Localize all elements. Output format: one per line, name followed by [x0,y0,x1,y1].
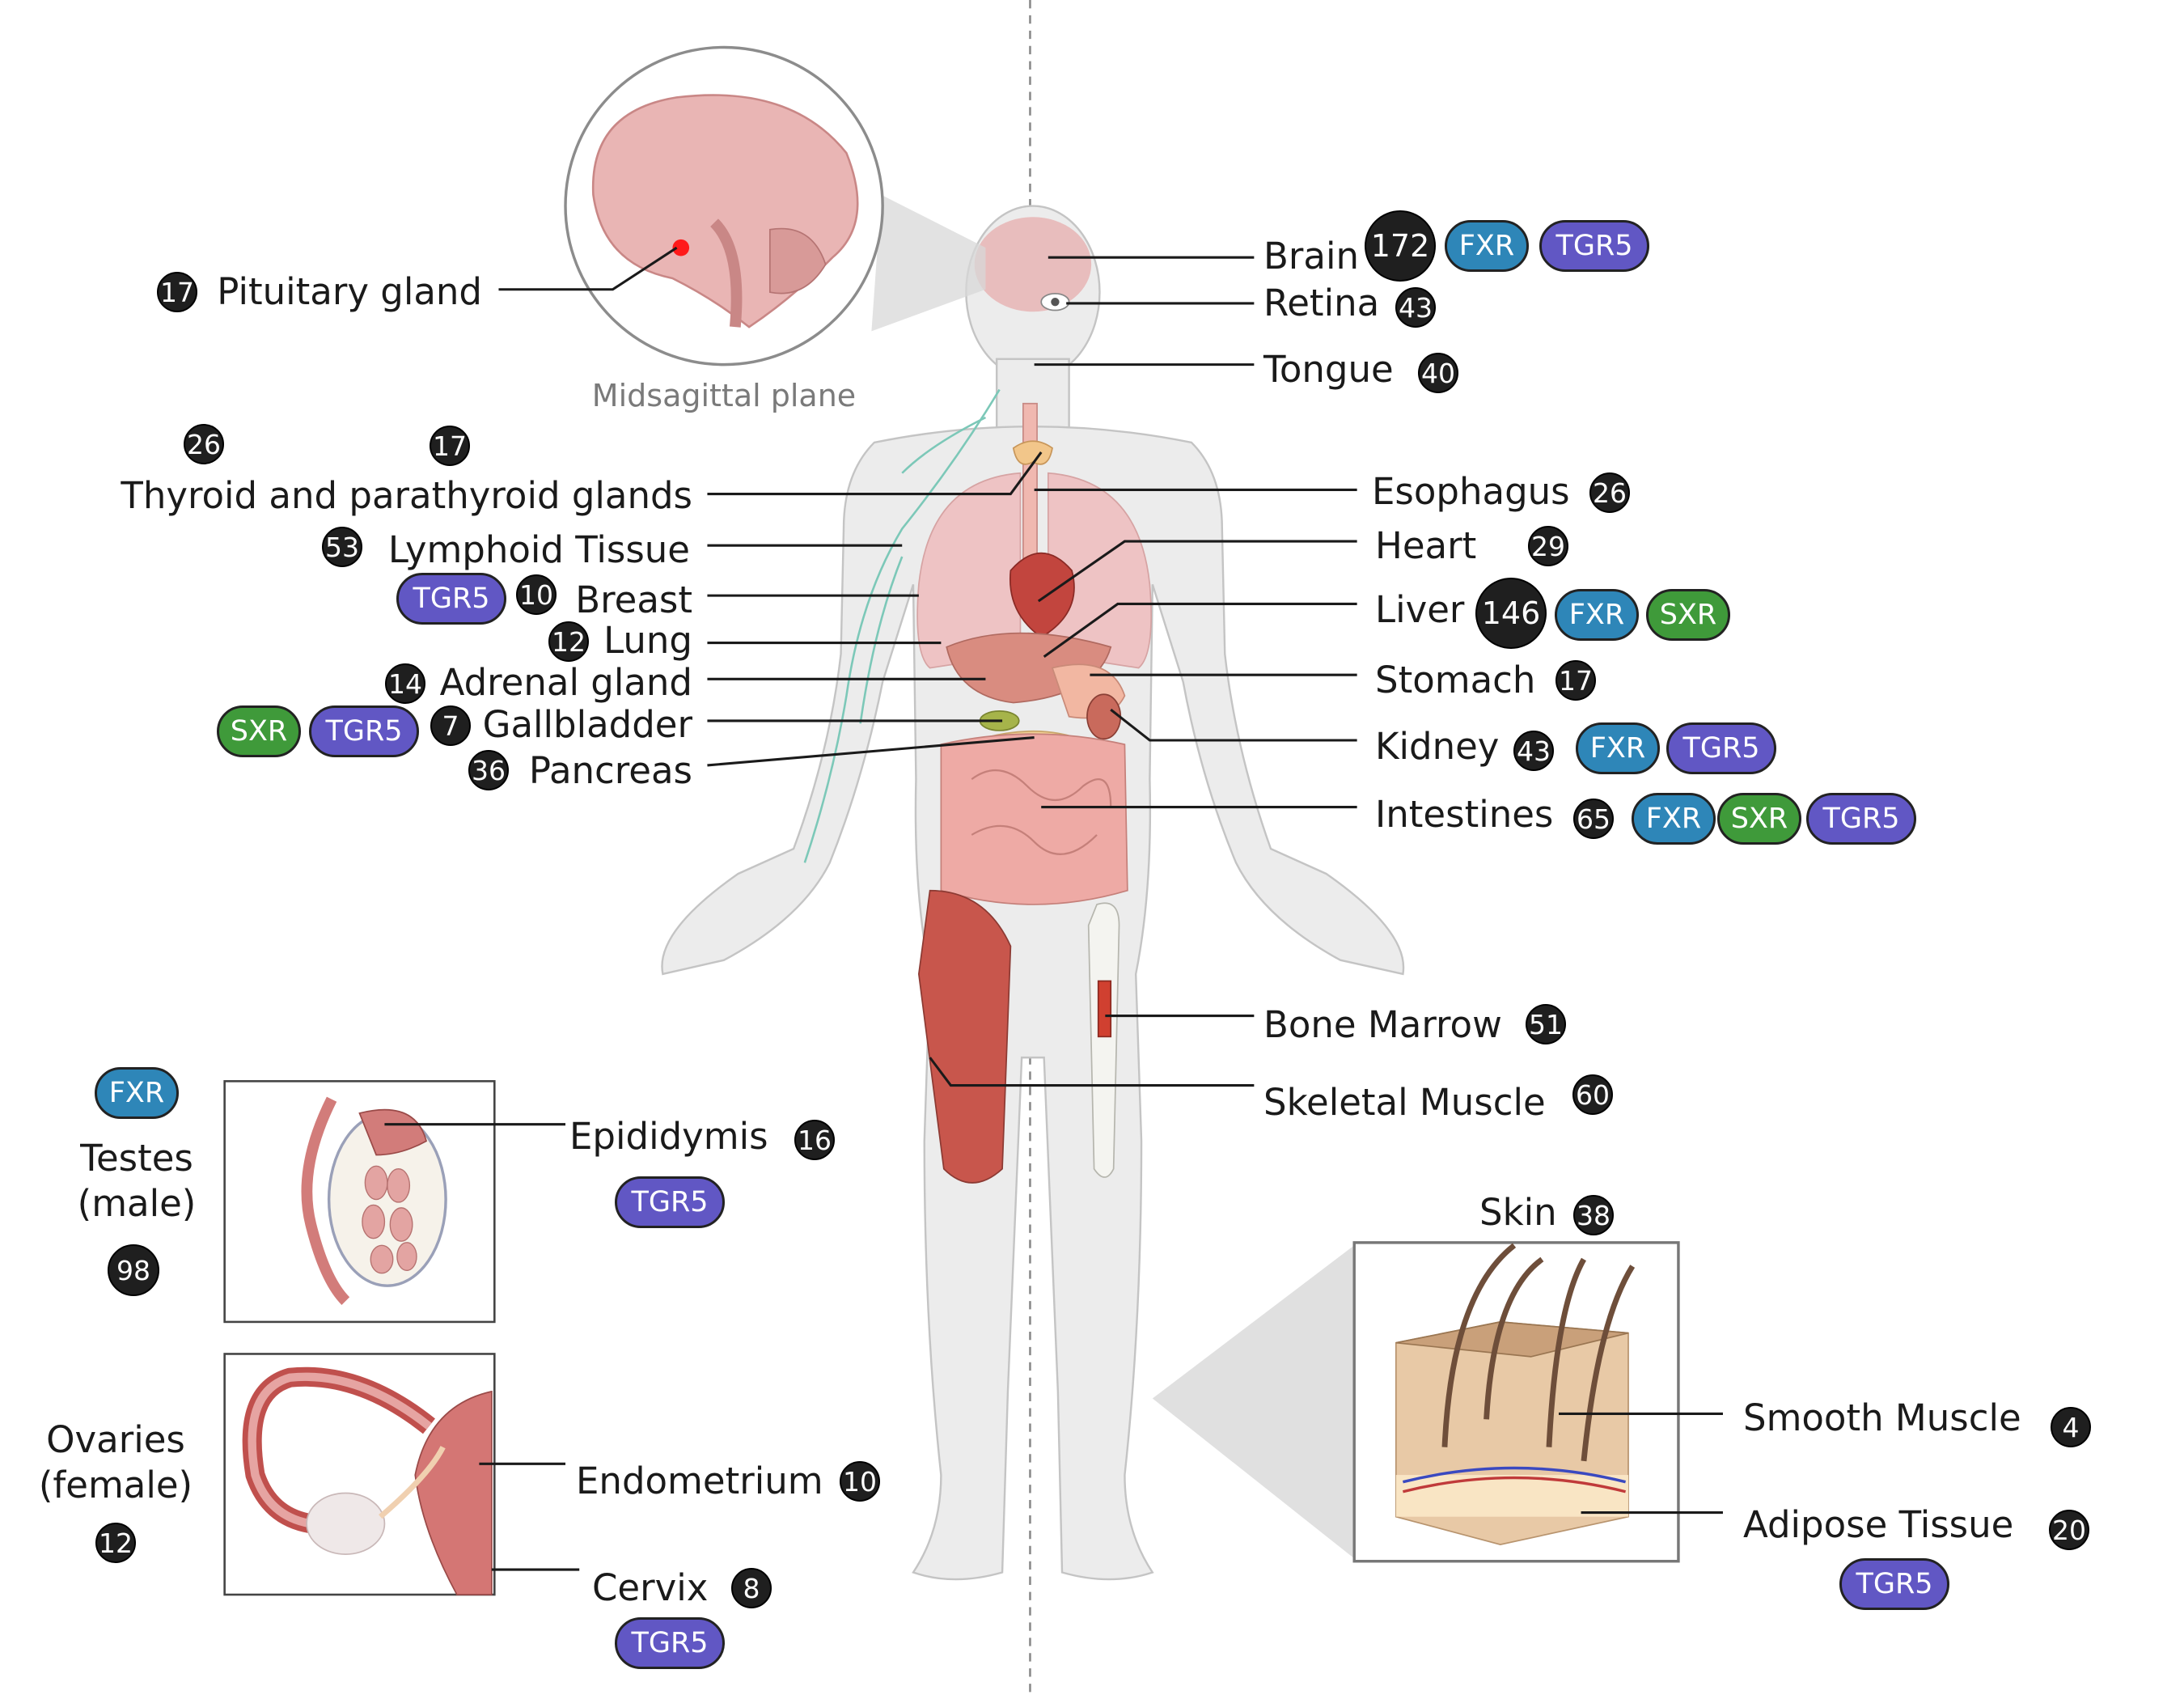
label-retina: Retina [1263,282,1380,324]
breast-tgr5-badge: TGR5 [396,573,506,625]
label-cervix: Cervix [592,1566,709,1609]
lymph-vessels [803,388,1001,863]
gallbladder-sxr-badge: SXR [217,705,301,757]
intestines-fxr-badge: FXR [1632,793,1716,845]
count-lung: 12 [548,621,589,662]
label-brain: Brain [1263,235,1359,278]
label-kidney: Kidney [1375,725,1500,768]
label-stomach: Stomach [1375,659,1536,701]
label-epididymis: Epididymis [569,1115,768,1158]
label-pituitary: Pituitary gland [217,270,482,313]
kidney-tgr5-badge: TGR5 [1666,722,1776,774]
brain-tgr5-badge: TGR5 [1539,220,1649,272]
label-ovaries: Ovaries (female) [38,1418,193,1507]
count-pituitary: 17 [157,272,197,312]
label-endometrium: Endometrium [576,1460,823,1502]
testes-fxr-badge: FXR [95,1067,179,1119]
adipose-tgr5-badge: TGR5 [1839,1558,1949,1610]
count-esophagus: 26 [1589,472,1630,513]
label-smooth-muscle: Smooth Muscle [1743,1396,2021,1439]
label-testes: Testes (male) [77,1137,197,1226]
count-gallbladder: 7 [430,705,471,746]
count-skin: 38 [1573,1195,1614,1235]
label-gallbladder: Gallbladder [482,703,692,746]
count-cervix: 8 [731,1568,772,1608]
thigh-muscle [918,889,1012,1184]
label-adipose: Adipose Tissue [1743,1503,2014,1546]
count-bone-marrow: 51 [1526,1004,1566,1044]
femur [1087,902,1120,1178]
count-breast: 10 [516,574,557,615]
count-ovaries: 12 [95,1523,136,1563]
count-testes: 98 [108,1244,159,1296]
count-endometrium: 10 [840,1461,880,1502]
label-pancreas: Pancreas [528,749,692,792]
label-skin: Skin [1479,1191,1557,1234]
count-brain: 172 [1365,210,1436,282]
count-stomach: 17 [1555,660,1596,701]
epididymis-tgr5-badge: TGR5 [615,1176,725,1228]
brain-fxr-badge: FXR [1445,220,1529,272]
count-epididymis: 16 [794,1120,835,1160]
count-pancreas: 36 [468,750,509,790]
count-retina: 43 [1395,287,1436,328]
count-intestines: 65 [1573,799,1614,839]
count-skeletal-muscle: 60 [1572,1074,1613,1115]
count-kidney: 43 [1513,731,1554,771]
intestines-tgr5-badge: TGR5 [1806,793,1916,845]
label-intestines: Intestines [1375,793,1554,836]
count-adipose: 20 [2049,1510,2089,1550]
label-lymphoid: Lymphoid Tissue [387,528,690,571]
count-tongue: 40 [1418,353,1458,393]
label-breast: Breast [575,578,692,621]
brain-organ [974,217,1092,312]
midsagittal-plane-label: Midsagittal plane [591,378,857,413]
count-parathyroid: 17 [430,426,470,466]
label-thyroid: Thyroid and parathyroid glands [121,474,692,517]
cervix-tgr5-badge: TGR5 [615,1617,725,1669]
kidney-fxr-badge: FXR [1576,722,1660,774]
intestines-sxr-badge: SXR [1717,793,1801,845]
label-skeletal-muscle: Skeletal Muscle [1263,1081,1546,1124]
liver-fxr-badge: FXR [1555,589,1639,641]
count-adrenal: 14 [385,663,425,704]
label-heart: Heart [1375,524,1477,567]
count-liver: 146 [1475,578,1547,649]
label-tongue: Tongue [1263,348,1394,391]
label-bone-marrow: Bone Marrow [1263,1003,1502,1046]
label-liver: Liver [1375,588,1465,631]
gallbladder-tgr5-badge: TGR5 [309,705,419,757]
count-heart: 29 [1528,526,1568,566]
count-smooth-muscle: 4 [2051,1407,2091,1447]
label-esophagus: Esophagus [1372,470,1570,513]
label-lung: Lung [603,619,692,662]
count-lymphoid: 53 [322,527,362,567]
label-adrenal: Adrenal gland [439,661,692,704]
count-thyroid: 26 [184,424,224,464]
liver-sxr-badge: SXR [1646,589,1730,641]
leader-lines [384,246,1723,1571]
